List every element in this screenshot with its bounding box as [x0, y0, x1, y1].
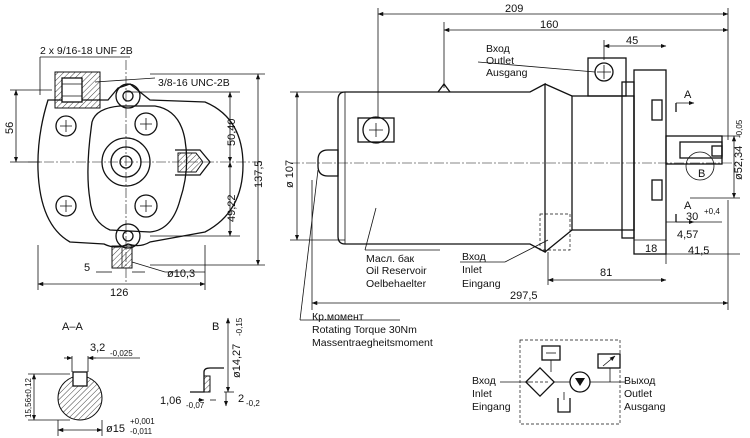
section-aa-view: A–A 3,2 -0,025 15,56±0,12 ø15 +0,001 -0,… — [24, 321, 155, 436]
dim-3-2: 3,2 — [90, 342, 105, 354]
dim-dia-52-tol: -0,05 — [735, 119, 744, 138]
dim-45: 45 — [626, 35, 638, 47]
dim-30: 30 — [686, 211, 698, 223]
section-a-top: A — [684, 89, 692, 101]
reservoir-body — [337, 82, 546, 254]
dim-5: 5 — [84, 262, 90, 274]
thread-main-label: 2 x 9/16-18 UNF 2B — [40, 45, 133, 57]
torque-label-ru: Кр.момент — [312, 311, 364, 323]
dim-dia-15: ø15 — [106, 423, 125, 435]
filter-symbol — [524, 366, 556, 398]
outlet-port — [587, 57, 627, 97]
thread-side-label: 3/8-16 UNC-2B — [158, 77, 230, 89]
section-aa-title: A–A — [62, 321, 83, 333]
outlet-label-ru: Вход — [486, 43, 510, 55]
dim-dia-107: ø 107 — [284, 160, 296, 188]
schematic-outlet-ru: Выход — [624, 375, 655, 387]
reservoir-label-de: Oelbehaelter — [366, 278, 427, 290]
inlet-label-en: Inlet — [462, 264, 482, 276]
schematic-inlet-de: Eingang — [472, 401, 511, 413]
dim-137-5: 137,5 — [253, 160, 265, 188]
hydraulic-schematic: Вход Inlet Eingang Выход Outlet Ausgang — [472, 339, 666, 425]
dim-297-5: 297,5 — [510, 290, 538, 302]
dim-dia-52: ø52,34 — [733, 146, 745, 180]
dim-18: 18 — [645, 243, 657, 255]
section-b-title: B — [212, 321, 219, 333]
section-b-marker: B — [698, 168, 705, 180]
dim-81: 81 — [600, 267, 612, 279]
outlet-label-de: Ausgang — [486, 67, 528, 79]
schematic-outlet-de: Ausgang — [624, 401, 666, 413]
dim-dia-14-27: ø14,27 — [231, 344, 243, 378]
schematic-inlet-en: Inlet — [472, 388, 492, 400]
section-b-view: B ø14,27 -0,15 1,06 -0,07 2 -0,2 — [160, 317, 260, 410]
drive-shaft — [665, 135, 723, 165]
top-port-section — [54, 71, 101, 109]
dim-50-40: 50,40 — [226, 118, 238, 146]
dim-dia-15-tol-up: +0,001 — [130, 417, 155, 426]
dim-41-5: 41,5 — [688, 245, 709, 257]
relief-valve-symbol — [597, 353, 621, 369]
dim-4-57: 4,57 — [677, 229, 698, 241]
torque-label-en: Rotating Torque 30Nm — [312, 324, 417, 336]
mounting-flange — [633, 69, 667, 255]
dim-2: 2 — [238, 393, 244, 405]
dim-2-tol: -0,2 — [246, 399, 260, 408]
inlet-label-ru: Вход — [462, 251, 486, 263]
inlet-label-de: Eingang — [462, 278, 501, 290]
dim-dia-10-3: ø10,3 — [167, 268, 195, 280]
dim-30-tol: +0,4 — [704, 207, 720, 216]
dim-126: 126 — [110, 287, 128, 299]
dim-160: 160 — [540, 19, 558, 31]
dim-49-22: 49,22 — [226, 194, 238, 222]
side-view: 209 160 45 Вход Outlet Ausgang ø 107 ø52… — [284, 3, 745, 349]
top-ear — [115, 83, 141, 109]
dim-56: 56 — [4, 122, 16, 134]
dim-15-56: 15,56±0,12 — [24, 377, 33, 418]
section-a-bottom: A — [684, 200, 692, 212]
bolt-heads — [55, 112, 158, 218]
outlet-label-en: Outlet — [486, 55, 514, 67]
reservoir-label-ru: Масл. бак — [366, 253, 415, 265]
dim-1-06: 1,06 — [160, 395, 181, 407]
dim-3-2-tol: -0,025 — [110, 349, 133, 358]
reservoir-label-en: Oil Reservoir — [366, 265, 427, 277]
dim-dia-14-27-tol: -0,15 — [235, 317, 244, 336]
groove-detail — [190, 367, 224, 393]
front-view: 2 x 9/16-18 UNF 2B 3/8-16 UNC-2B 56 50,4… — [4, 45, 265, 299]
schematic-inlet-ru: Вход — [472, 375, 496, 387]
schematic-outlet-en: Outlet — [624, 388, 652, 400]
dim-209: 209 — [505, 3, 523, 15]
dim-dia-15-tol-lo: -0,011 — [130, 427, 153, 436]
dim-1-06-tol: -0,07 — [186, 401, 205, 410]
torque-label-de: Massentraegheitsmoment — [312, 337, 433, 349]
